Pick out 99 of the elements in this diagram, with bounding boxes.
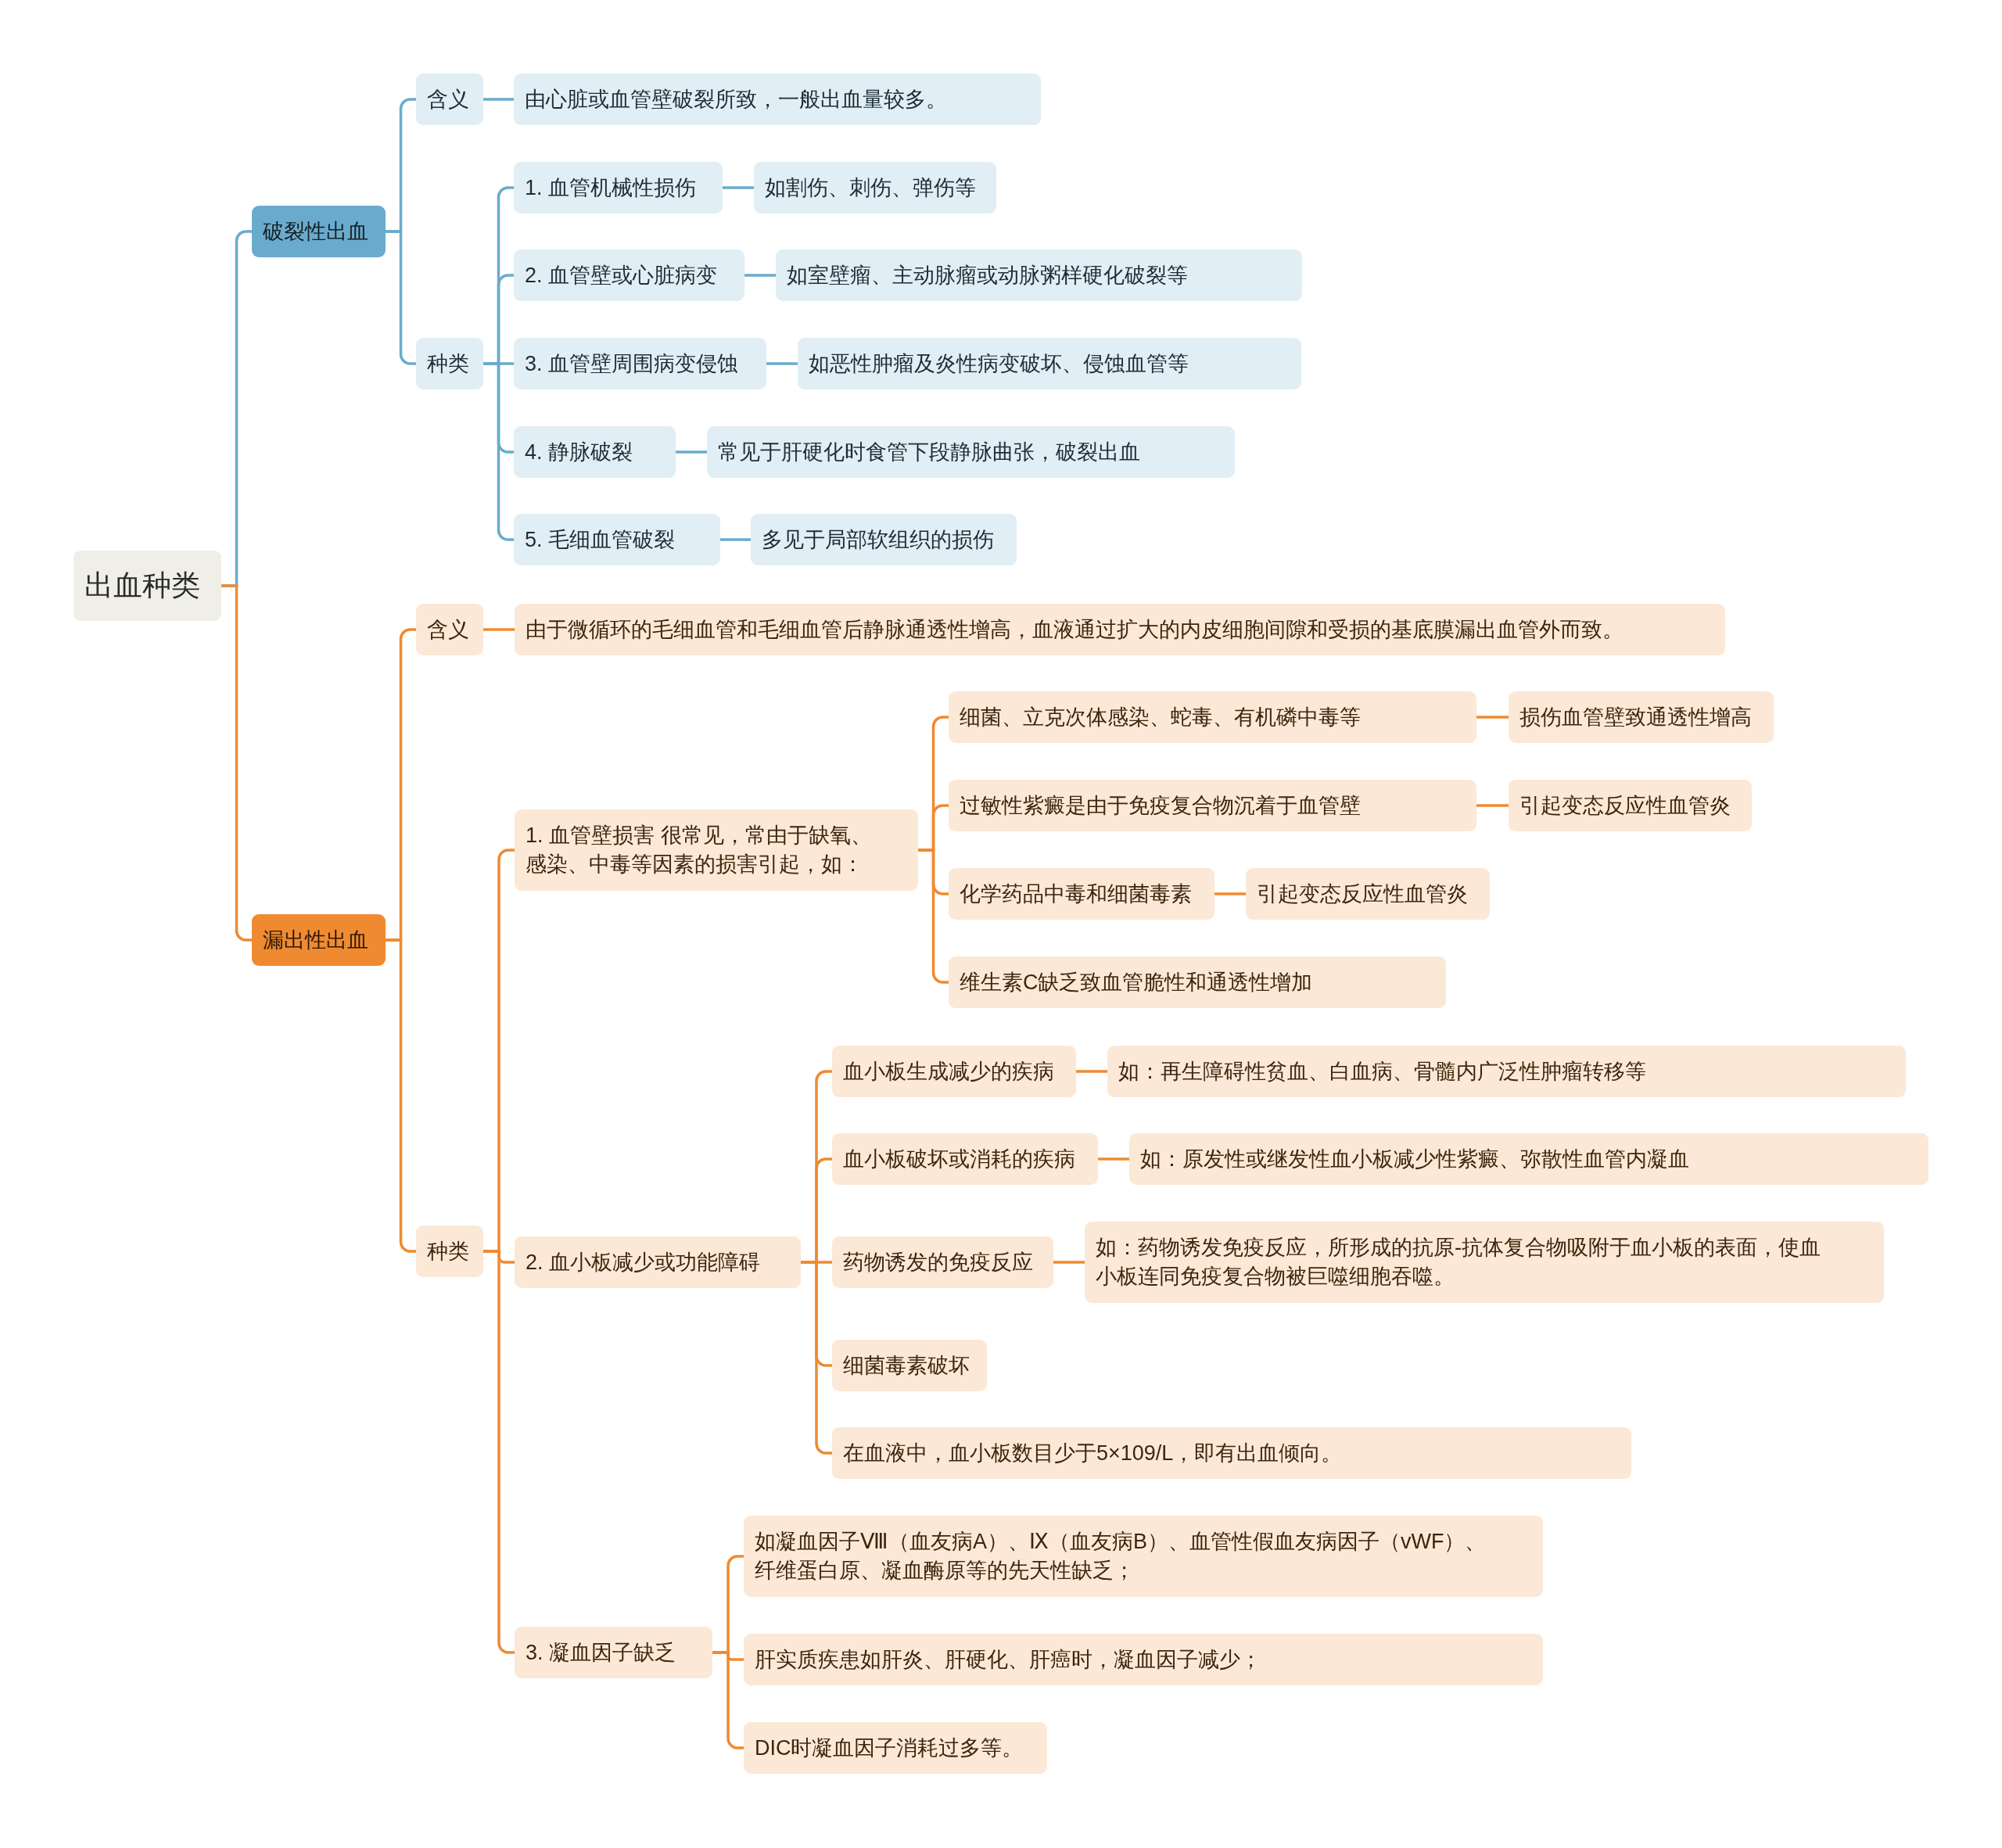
- connector-line: [483, 362, 514, 541]
- subtopic: [949, 956, 1446, 1008]
- topic-text: 引起变态反应性血管炎: [1257, 881, 1468, 907]
- topic-text: 过敏性紫癜是由于免疫复合物沉着于血管壁: [960, 792, 1361, 819]
- topic-text: 多见于局部软组织的损伤: [762, 526, 994, 553]
- subtopic: [514, 74, 1041, 125]
- topic-text: 化学药品中毒和细菌毒素: [960, 881, 1192, 907]
- connector-line: [712, 1651, 744, 1749]
- subtopic: [949, 868, 1214, 920]
- connector-line: [221, 584, 252, 942]
- subtopic: [515, 1236, 801, 1288]
- topic-text: 细菌毒素破坏: [843, 1352, 970, 1379]
- subtopic: [515, 809, 918, 891]
- central-topic: [74, 551, 221, 621]
- topic-text: 常见于肝硬化时食管下段静脉曲张，破裂出血: [718, 439, 1140, 465]
- subtopic: [515, 604, 1725, 655]
- connector-line: [1476, 804, 1509, 807]
- subtopic: [744, 1634, 1543, 1685]
- connector-line: [720, 538, 751, 541]
- topic-text: 如：药物诱发免疫反应，所形成的抗原-抗体复合物吸附于血小板的表面，使血小板连同免疫复合物被巨噬细胞吞噬。: [1096, 1235, 1821, 1290]
- subtopic: [1509, 691, 1774, 743]
- subtopic: [798, 338, 1301, 389]
- topic-text: 含义: [427, 616, 469, 643]
- topic-text: 1. 血管壁损害 很常见，常由于缺氧、感染、中毒等因素的损害引起，如：: [526, 823, 873, 877]
- topic-text: 如割伤、刺伤、弹伤等: [765, 174, 976, 201]
- subtopic: [949, 691, 1476, 743]
- subtopic: [1246, 868, 1490, 920]
- topic-text: 维生素C缺乏致血管脆性和通透性增加: [960, 969, 1313, 996]
- topic-text: 破裂性出血: [263, 218, 368, 245]
- connector-line: [483, 628, 515, 631]
- subtopic: [751, 514, 1017, 565]
- topic-text: 如恶性肿瘤及炎性病变破坏、侵蚀血管等: [809, 350, 1189, 377]
- connector-line: [766, 362, 798, 365]
- topic-text: 3. 凝血因子缺乏: [526, 1639, 676, 1666]
- topic-text: 如室壁瘤、主动脉瘤或动脉粥样硬化破裂等: [787, 262, 1188, 289]
- topic-text: 引起变态反应性血管炎: [1519, 792, 1731, 819]
- subtopic: [744, 1722, 1047, 1774]
- connector-line: [723, 186, 754, 189]
- topic-text: 出血种类: [84, 568, 200, 603]
- subtopic: [514, 338, 766, 389]
- topic-text: 5. 毛细血管破裂: [525, 526, 676, 553]
- subtopic: [832, 1133, 1098, 1185]
- topic-text: 漏出性出血: [263, 927, 368, 953]
- subtopic: [744, 1516, 1543, 1597]
- connector-line: [386, 938, 416, 1253]
- subtopic: [416, 604, 483, 655]
- main-topic: [252, 914, 386, 966]
- topic-text: 由于微循环的毛细血管和毛细血管后静脉通透性增高，血液通过扩大的内皮细胞间隙和受损的基底膜漏出血管外而致。: [526, 616, 1623, 643]
- connector-line: [918, 849, 949, 984]
- subtopic: [514, 514, 720, 565]
- connector-line: [386, 230, 416, 365]
- subtopic: [832, 1236, 1053, 1288]
- subtopic: [1509, 780, 1752, 831]
- topic-text: 血小板破坏或消耗的疾病: [843, 1146, 1075, 1172]
- topic-text: 肝实质疾患如肝炎、肝硬化、肝癌时，凝血因子减少；: [755, 1646, 1261, 1673]
- subtopic: [1085, 1222, 1884, 1303]
- topic-text: 损伤血管壁致通透性增高: [1519, 704, 1752, 730]
- subtopic: [832, 1427, 1631, 1479]
- topic-text: 在血液中，血小板数目少于5×109/L，即有出血倾向。: [843, 1440, 1343, 1466]
- subtopic: [514, 162, 723, 214]
- connector-line: [1214, 892, 1246, 895]
- topic-text: 种类: [427, 350, 469, 377]
- subtopic: [515, 1627, 712, 1678]
- topic-text: 1. 血管机械性损伤: [525, 174, 697, 201]
- topic-text: 细菌、立克次体感染、蛇毒、有机磷中毒等: [960, 704, 1361, 730]
- subtopic: [832, 1340, 987, 1391]
- topic-text: 含义: [427, 86, 469, 113]
- subtopic: [754, 162, 996, 214]
- topic-text: DIC时凝血因子消耗过多等。: [755, 1735, 1024, 1761]
- connector-line: [1476, 716, 1509, 719]
- subtopic: [514, 426, 676, 478]
- connector-line: [1098, 1157, 1129, 1161]
- subtopic: [416, 338, 483, 389]
- subtopic: [416, 1225, 483, 1277]
- subtopic: [776, 249, 1302, 301]
- subtopic: [949, 780, 1476, 831]
- topic-text: 2. 血管壁或心脏病变: [525, 262, 718, 289]
- topic-text: 3. 血管壁周围病变侵蚀: [525, 350, 739, 377]
- subtopic: [832, 1046, 1076, 1097]
- subtopic: [416, 74, 483, 125]
- topic-text: 如：原发性或继发性血小板减少性紫癜、弥散性血管内凝血: [1140, 1146, 1689, 1172]
- subtopic: [1107, 1046, 1906, 1097]
- subtopic: [514, 249, 744, 301]
- connector-line: [676, 450, 707, 454]
- topic-text: 种类: [427, 1238, 469, 1265]
- connector-line: [1053, 1261, 1085, 1264]
- topic-text: 4. 静脉破裂: [525, 439, 633, 465]
- topic-text: 药物诱发的免疫反应: [843, 1249, 1033, 1276]
- topic-text: 2. 血小板减少或功能障碍: [526, 1249, 761, 1276]
- topic-text: 血小板生成减少的疾病: [843, 1058, 1054, 1085]
- topic-text: 如：再生障碍性贫血、白血病、骨髓内广泛性肿瘤转移等: [1118, 1058, 1646, 1085]
- connector-line: [483, 98, 514, 101]
- topic-text: 如凝血因子Ⅷ（血友病A）、Ⅸ（血友病B）、血管性假血友病因子（vWF）、纤维蛋白原、凝血酶原等的先天性缺乏；: [755, 1529, 1487, 1584]
- subtopic: [707, 426, 1235, 478]
- subtopic: [1129, 1133, 1928, 1185]
- topic-text: 由心脏或血管壁破裂所致，一般出血量较多。: [525, 86, 947, 113]
- connector-line: [744, 274, 776, 277]
- main-topic: [252, 206, 386, 257]
- connector-line: [1076, 1070, 1107, 1073]
